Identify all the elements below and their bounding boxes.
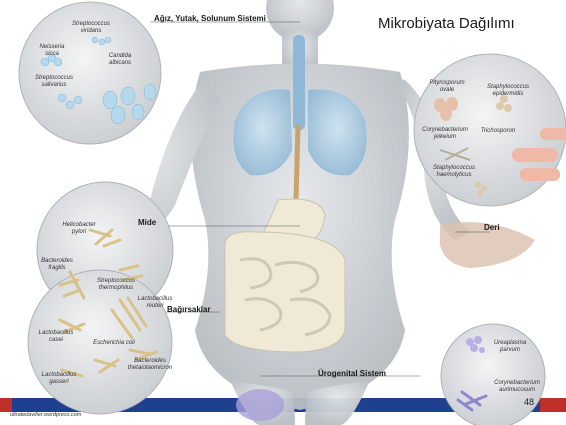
organism-label: Bacteroides thetaiotaomicron bbox=[122, 358, 178, 371]
label-urogenital: Ürogenital Sistem bbox=[318, 369, 386, 378]
organism-label: Corynebacterium aurimucosum bbox=[486, 380, 548, 393]
organism-label: Streptococcus thermophilus bbox=[88, 278, 144, 291]
organism-label: Lactobacillus gasseri bbox=[36, 372, 82, 385]
organism-label: Escherichia coli bbox=[88, 340, 140, 347]
trachea bbox=[293, 35, 305, 130]
esophagus bbox=[296, 125, 298, 200]
footer-band-red-left bbox=[0, 398, 12, 412]
organism-label: Staphylococcus epidermidis bbox=[480, 84, 536, 97]
organism-label: Staphylococcus haemolyticus bbox=[424, 165, 484, 178]
label-skin: Deri bbox=[484, 223, 500, 232]
organism-label: Candida albicans bbox=[98, 53, 142, 66]
label-stomach: Mide bbox=[138, 218, 156, 227]
intestines bbox=[225, 232, 345, 352]
label-mouth-system: Ağız, Yutak, Solunum Sistemi bbox=[154, 14, 266, 23]
organism-label: Lactobacillus casei bbox=[34, 330, 78, 343]
slide-title: Mikrobiyata Dağılımı bbox=[378, 15, 515, 32]
organism-label: Pityrosporum ovale bbox=[424, 80, 470, 93]
organism-label: Bacteroides fragilis bbox=[34, 258, 80, 271]
organism-label: Corynebacterium jeikeium bbox=[416, 127, 474, 140]
organism-label: Ureaplasma parvum bbox=[488, 340, 532, 353]
page-number: 48 bbox=[524, 397, 534, 407]
bladder bbox=[236, 389, 284, 421]
organism-label: Streptococcus viridans bbox=[66, 21, 116, 34]
footer-band-red-right bbox=[540, 398, 566, 412]
organism-label: Neisseria sicca bbox=[34, 44, 70, 57]
image-credit: ultratedavilier.wordpress.com bbox=[10, 412, 81, 418]
organism-label: Trichosporon bbox=[478, 128, 518, 135]
organism-label: Streptococcus salivarius bbox=[28, 75, 80, 88]
organism-label: Lactobacillus reuteri bbox=[132, 296, 178, 309]
organism-label: Helicobacter pylori bbox=[56, 222, 102, 235]
